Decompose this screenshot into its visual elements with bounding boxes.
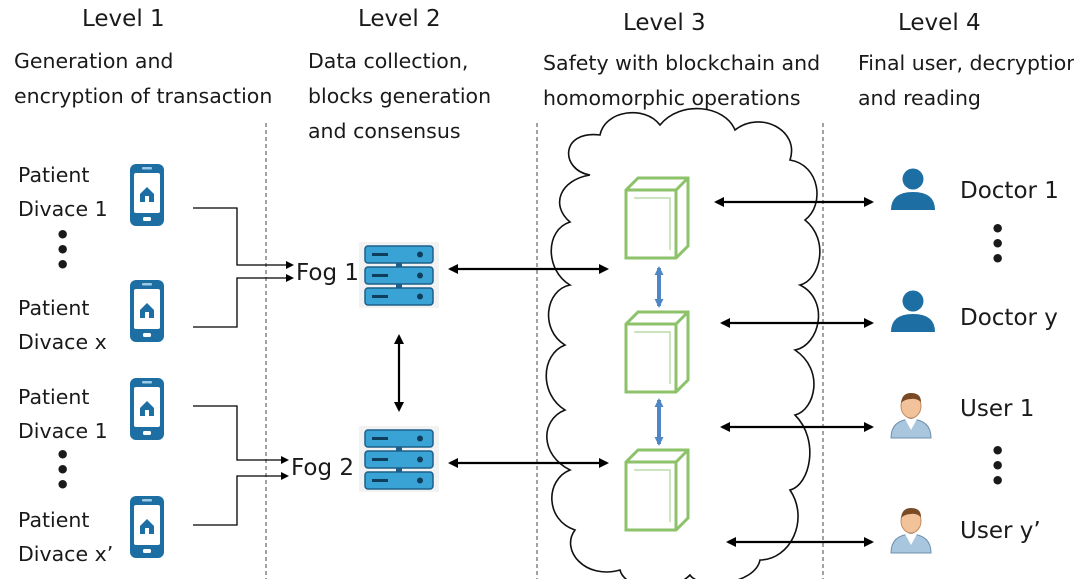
doctor-icon (891, 290, 935, 332)
level-3-description: Safety with blockchain and homomorphic o… (543, 51, 821, 110)
device-label: Patient Divace x’ (18, 508, 114, 567)
level-4-title: Level 4 (898, 10, 981, 36)
level-3-title: Level 3 (623, 10, 706, 36)
level-1-description: Generation and encryption of transaction (14, 49, 273, 108)
device-label: Patient Divace x (18, 296, 107, 355)
ellipsis: ••• (990, 437, 1006, 495)
fog-label: Fog 1 (296, 260, 360, 286)
smartphone-icon (130, 496, 164, 558)
end-user-label: User 1 (960, 396, 1035, 422)
level-2-description: Data collection, blocks generation and c… (308, 49, 492, 143)
blockchain-block-icon (624, 448, 690, 532)
server-icon (358, 425, 440, 493)
level-2-title: Level 2 (358, 6, 441, 32)
smartphone-icon (130, 378, 164, 440)
level-4-description: Final user, decryption and reading (858, 51, 1074, 110)
device-label: Patient Divace 1 (18, 385, 108, 444)
doctor-icon (891, 168, 935, 210)
ellipsis: ••• (55, 441, 71, 499)
end-user-label: Doctor 1 (960, 178, 1059, 204)
fog-label: Fog 2 (291, 455, 355, 481)
ellipsis: ••• (990, 215, 1006, 273)
user-icon (890, 392, 932, 439)
level-1-title: Level 1 (82, 6, 165, 32)
server-icon (358, 241, 440, 309)
end-user-label: User y’ (960, 518, 1041, 544)
smartphone-icon (130, 164, 164, 226)
blockchain-block-icon (624, 176, 690, 260)
device-label: Patient Divace 1 (18, 163, 108, 222)
user-icon (890, 507, 932, 554)
end-user-label: Doctor y (960, 305, 1058, 331)
smartphone-icon (130, 280, 164, 342)
ellipsis: ••• (55, 221, 71, 279)
blockchain-block-icon (624, 310, 690, 394)
